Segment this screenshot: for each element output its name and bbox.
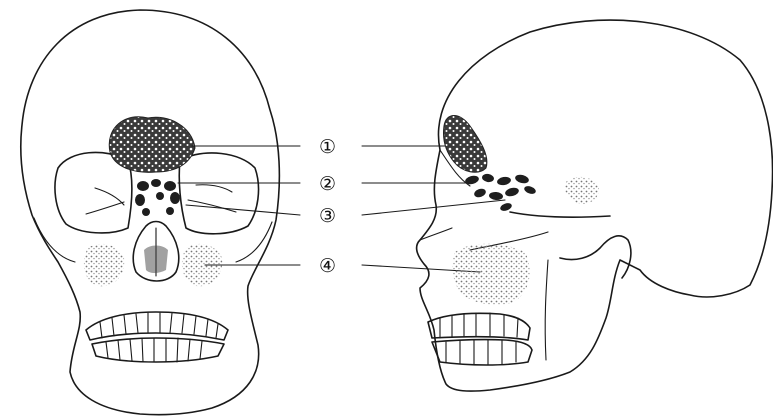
ethmoid-cells-front [135, 179, 180, 216]
label-1: ① [319, 136, 336, 158]
leader-3-side [362, 200, 505, 215]
sphenoid-sinus-side [565, 177, 599, 204]
maxillary-sinus-side [452, 244, 529, 305]
label-3: ③ [319, 205, 336, 227]
skull-side-view [417, 20, 773, 391]
labels: ① ② ③ ④ [319, 136, 336, 277]
frontal-sinus-side [443, 116, 486, 173]
lower-teeth-side [446, 340, 516, 365]
lower-teeth-front [106, 338, 202, 362]
frontal-sinus-front [109, 117, 195, 173]
skull-front-view [21, 10, 280, 415]
upper-teeth-side [440, 313, 518, 338]
label-2: ② [319, 173, 336, 195]
ethmoid-cells-side [464, 173, 537, 212]
leader-3-front [186, 205, 300, 215]
label-4: ④ [319, 255, 336, 277]
maxillary-sinus-left-front [84, 244, 124, 286]
